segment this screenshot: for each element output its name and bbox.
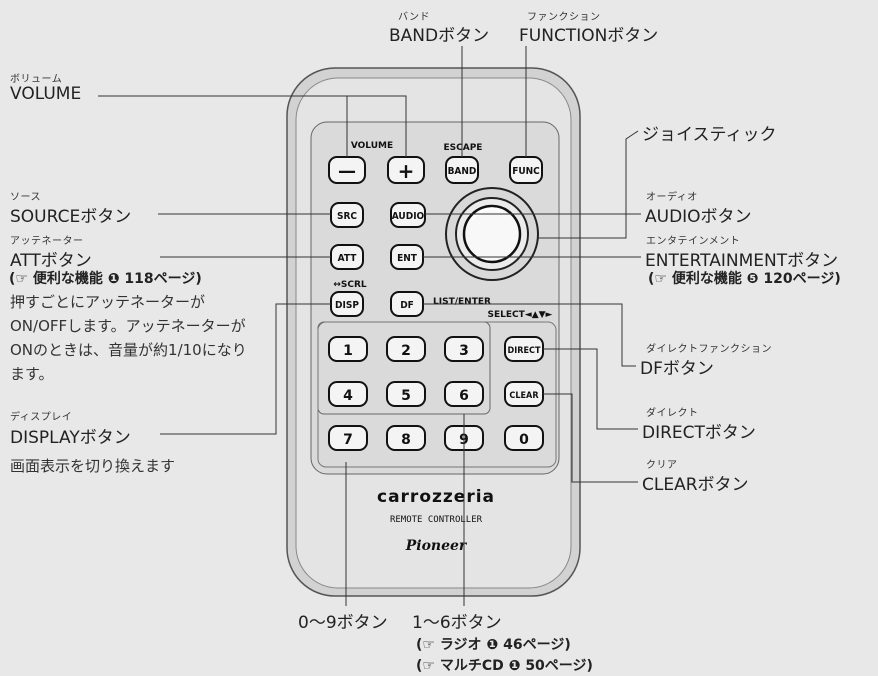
svg-text:1: 1 (343, 343, 353, 359)
entertainment-label: ENTERTAINMENTボタン (645, 251, 839, 271)
source-ruby: ソース (10, 192, 41, 203)
maker-logo: Pioneer (405, 538, 468, 554)
band-label: BANDボタン (389, 26, 490, 46)
att-desc: 押すごとにアッテネーターがON/OFFします。アッテネーターがONのときは、音量… (10, 293, 247, 383)
leader-lines (98, 46, 641, 606)
svg-text:4: 4 (343, 388, 353, 404)
remote-escape-title: ESCAPE (444, 143, 483, 153)
num-1-button[interactable]: 1 (328, 336, 368, 362)
entertainment-ruby: エンタテインメント (646, 236, 741, 247)
num-0-button[interactable]: 0 (504, 425, 544, 451)
band-ruby: バンド (398, 12, 430, 23)
df-button[interactable]: DF (390, 291, 424, 317)
svg-text:AUDIO: AUDIO (392, 211, 425, 222)
one-six-label: 1〜6ボタン (412, 613, 502, 633)
clear-label: CLEARボタン (642, 475, 749, 495)
clear-button[interactable]: CLEAR (504, 381, 544, 407)
svg-text:3: 3 (459, 343, 469, 359)
volume-label: VOLUME (10, 84, 82, 104)
brand-logo: carrozzeria (377, 487, 495, 507)
svg-text:DF: DF (400, 300, 414, 311)
svg-text:0: 0 (519, 432, 529, 448)
svg-text:SRC: SRC (337, 211, 357, 222)
ref-multicd: (☞ マルチCD ❶ 50ページ) (416, 658, 593, 674)
att-label: ATTボタン (10, 251, 92, 271)
disp-button[interactable]: DISP (330, 291, 364, 317)
vol-plus-button[interactable]: + (387, 156, 425, 184)
svg-text:ATT: ATT (338, 253, 358, 264)
num-6-button[interactable]: 6 (444, 381, 484, 407)
vol-minus-button[interactable]: — (328, 156, 366, 184)
audio-label: AUDIOボタン (645, 207, 752, 227)
att-button[interactable]: ATT (330, 244, 364, 270)
num-2-button[interactable]: 2 (386, 336, 426, 362)
svg-text:7: 7 (343, 432, 353, 448)
remote-list-enter: LIST/ENTER (433, 297, 491, 307)
att-ref: (☞ 便利な機能 ❶ 118ページ) (9, 271, 202, 287)
svg-text:DISP: DISP (335, 300, 359, 311)
svg-text:5: 5 (401, 388, 411, 404)
entertainment-ref: (☞ 便利な機能 ❺ 120ページ) (648, 271, 841, 287)
display-label: DISPLAYボタン (10, 428, 131, 448)
ref-radio: (☞ ラジオ ❶ 46ページ) (416, 637, 571, 653)
model-label: REMOTE CONTROLLER (390, 515, 483, 525)
df-ruby: ダイレクトファンクション (646, 344, 772, 355)
clear-ruby: クリア (646, 460, 678, 471)
direct-label: DIRECTボタン (642, 423, 756, 443)
num-5-button[interactable]: 5 (386, 381, 426, 407)
src-button[interactable]: SRC (330, 202, 364, 228)
display-desc: 画面表示を切り換えます (10, 457, 176, 475)
num-4-button[interactable]: 4 (328, 381, 368, 407)
num-7-button[interactable]: 7 (328, 425, 368, 451)
ent-button[interactable]: ENT (390, 244, 424, 270)
function-ruby: ファンクション (527, 12, 601, 23)
direct-button[interactable]: DIRECT (504, 336, 544, 362)
att-ruby: アッテネーター (10, 236, 84, 247)
zero-nine-label: 0〜9ボタン (298, 613, 388, 633)
svg-text:FUNC: FUNC (512, 166, 540, 177)
function-label: FUNCTIONボタン (519, 26, 659, 46)
joystick[interactable] (445, 187, 539, 281)
remote-volume-title: VOLUME (351, 141, 393, 151)
display-ruby: ディスプレイ (10, 412, 73, 423)
svg-text:DIRECT: DIRECT (508, 346, 541, 356)
remote-scrl: ↔SCRL (333, 280, 367, 290)
svg-text:+: + (398, 159, 415, 183)
source-label: SOURCEボタン (10, 207, 132, 227)
svg-text:2: 2 (401, 343, 411, 359)
audio-button[interactable]: AUDIO (390, 202, 426, 228)
svg-text:6: 6 (459, 388, 469, 404)
remote-select: SELECT◄▲▼► (488, 310, 553, 320)
num-3-button[interactable]: 3 (444, 336, 484, 362)
svg-text:CLEAR: CLEAR (509, 391, 539, 401)
num-8-button[interactable]: 8 (386, 425, 426, 451)
band-button[interactable]: BAND (445, 156, 479, 184)
svg-text:8: 8 (401, 432, 411, 448)
func-button[interactable]: FUNC (509, 156, 543, 184)
joystick-label: ジョイスティック (642, 125, 777, 145)
direct-ruby: ダイレクト (646, 408, 699, 419)
svg-text:ENT: ENT (397, 253, 418, 264)
volume-ruby: ボリューム (10, 74, 63, 85)
audio-ruby: オーディオ (646, 192, 698, 203)
svg-text:—: — (338, 161, 356, 182)
svg-text:BAND: BAND (448, 166, 477, 177)
df-label: DFボタン (640, 359, 714, 379)
